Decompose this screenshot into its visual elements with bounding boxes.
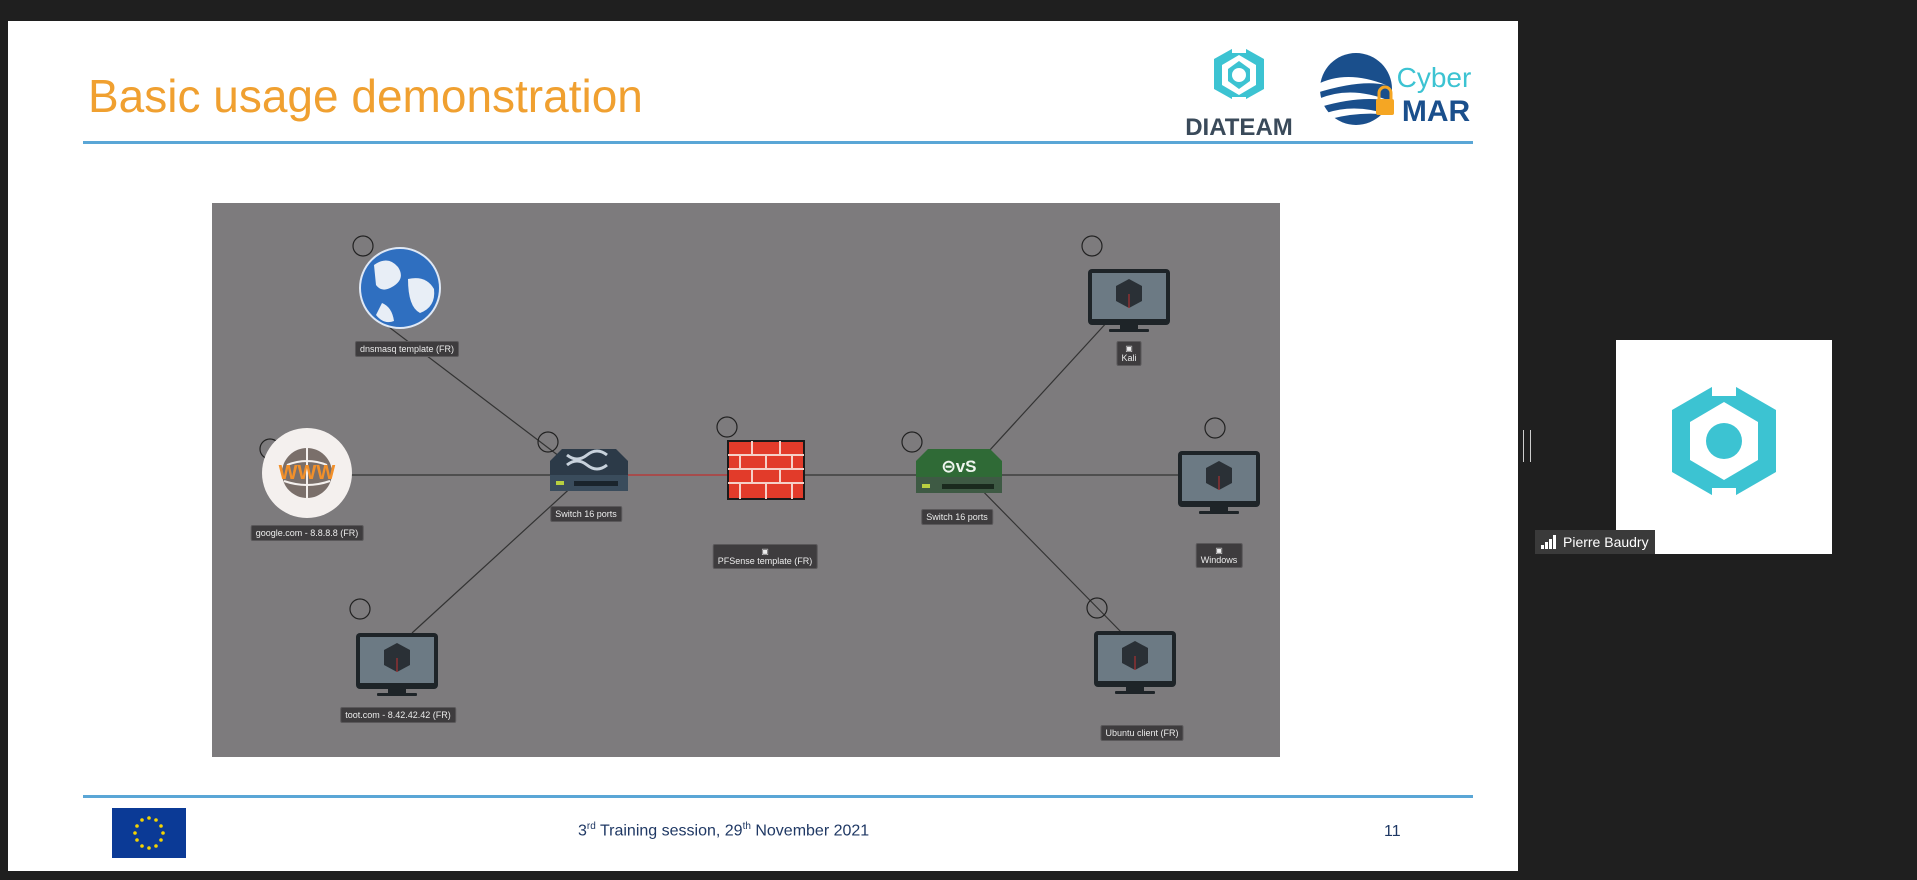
node-label-kali[interactable]: ▣ Kali	[1116, 341, 1142, 366]
node-label-google[interactable]: google.com - 8.8.8.8 (FR)	[250, 525, 364, 541]
node-label-pfsense-text: PFSense template (FR)	[717, 556, 813, 566]
network-diagram: WWW	[212, 203, 1280, 757]
www-icon-text: WWW	[279, 462, 336, 484]
diateam-logo-text: DIATEAM	[1185, 114, 1293, 139]
node-label-switch1[interactable]: Switch 16 ports	[550, 506, 622, 522]
globe-icon[interactable]	[359, 247, 441, 329]
slide-page-number: 11	[1384, 823, 1401, 840]
participant-name-badge: Pierre Baudry	[1535, 530, 1655, 554]
status-circle	[1086, 597, 1108, 619]
node-label-windows[interactable]: ▣ Windows	[1195, 543, 1243, 568]
cybermar-logo: Cyber MAR	[1306, 49, 1476, 129]
node-label-switch2[interactable]: Switch 16 ports	[921, 509, 993, 525]
node-label-pfsense[interactable]: ▣ PFSense template (FR)	[712, 544, 818, 569]
cybermar-logo-text-cyber: Cyber	[1397, 62, 1472, 93]
status-circle	[1204, 417, 1226, 439]
node-label-dnsmasq[interactable]: dnsmasq template (FR)	[354, 341, 460, 357]
status-circle	[716, 416, 738, 438]
diateam-avatar-icon	[1672, 376, 1776, 508]
link-switch2-ubuntu	[966, 474, 1125, 636]
footer-training-session: 3rd Training session, 29th November 2021	[578, 821, 870, 840]
node-label-toot[interactable]: toot.com - 8.42.42.42 (FR)	[340, 707, 456, 723]
footer-divider	[83, 795, 1473, 798]
link-switch2-kali	[966, 307, 1121, 476]
monitor-icon[interactable]	[1094, 631, 1176, 694]
status-circle	[349, 598, 371, 620]
link-toot-switch1	[411, 482, 577, 634]
slide-title: Basic usage demonstration	[88, 70, 643, 122]
ovs-switch-icon[interactable]: ⊝vS	[916, 449, 1002, 493]
terminal-icon: ▣	[1215, 546, 1223, 555]
participant-video-tile[interactable]	[1616, 340, 1832, 554]
panel-resize-handle[interactable]	[1523, 430, 1531, 462]
participant-name: Pierre Baudry	[1563, 534, 1649, 550]
presentation-slide: Basic usage demonstration DIATEAM Cyber …	[8, 21, 1518, 871]
status-circle	[1081, 235, 1103, 257]
ovs-icon-text: ⊝vS	[941, 457, 976, 476]
monitor-icon[interactable]	[1178, 451, 1260, 514]
status-circle	[901, 431, 923, 453]
node-label-kali-text: Kali	[1121, 353, 1137, 363]
switch-icon[interactable]	[550, 449, 628, 491]
signal-strength-icon	[1541, 535, 1556, 549]
monitor-icon[interactable]	[1088, 269, 1170, 332]
firewall-icon[interactable]	[727, 440, 805, 500]
monitor-icon[interactable]	[356, 633, 438, 696]
eu-flag-icon	[112, 808, 186, 858]
node-label-windows-text: Windows	[1200, 555, 1238, 565]
www-icon[interactable]: WWW	[262, 428, 352, 518]
terminal-icon: ▣	[1125, 344, 1133, 353]
title-divider	[83, 141, 1473, 144]
status-circle	[352, 235, 374, 257]
diateam-logo: DIATEAM	[1174, 43, 1304, 141]
terminal-icon: ▣	[761, 547, 769, 556]
cybermar-logo-text-mar: MAR	[1402, 95, 1471, 128]
node-label-ubuntu[interactable]: Ubuntu client (FR)	[1100, 725, 1184, 741]
status-circle	[537, 431, 559, 453]
